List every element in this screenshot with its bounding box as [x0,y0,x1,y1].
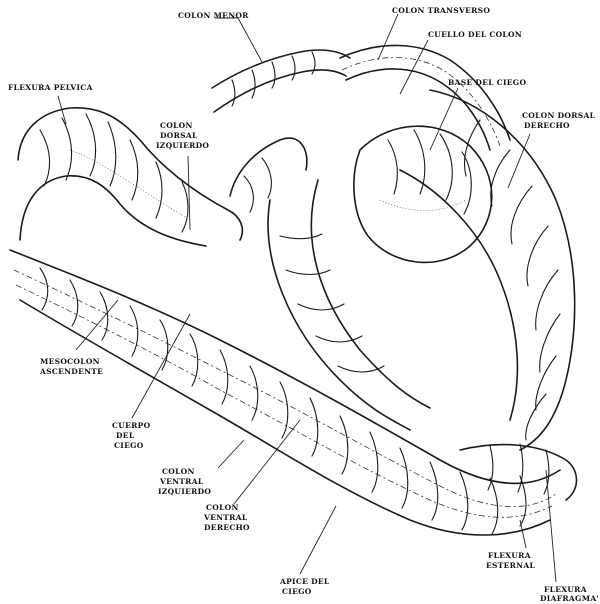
leader-colon-ventral-derecho [234,420,300,504]
label-colon-dorsal-derecho-1: COLON DORSAL [522,111,596,120]
label-mesocolon-2: ASCENDENTE [39,367,103,376]
label-base-del-ciego: BASE DEL CIEGO [448,78,527,87]
label-colon-dorsal-izquierdo-3: IZQUIERDO [156,141,209,150]
small-colon [212,50,350,112]
label-flexura-esternal-1: FLEXURA [488,551,531,560]
label-colon-menor: COLON MENOR [178,11,249,20]
left-dorsal-colon [230,138,307,212]
leader-flexura-esternal [520,520,526,548]
label-colon-transverso: COLON TRANSVERSO [392,6,490,15]
label-colon-dorsal-derecho-2: DERECHO [524,121,570,130]
label-apice-ciego-1: APICE DEL [279,577,330,586]
label-colon-ventral-izquierdo-3: IZQUIERDO [158,487,211,496]
leader-colon-transverso [378,14,398,60]
label-flexura-pelvica: FLEXURA PELVICA [8,83,93,92]
label-cuello-del-colon: CUELLO DEL COLON [428,30,522,39]
label-colon-dorsal-izquierdo-1: COLON [160,121,193,130]
leader-colon-menor [215,18,262,62]
label-cuerpo-ciego-3: CIEGO [114,441,144,450]
label-cuerpo-ciego-2: DEL [116,431,135,440]
leader-cuello-del-colon [400,40,428,94]
leader-colon-dorsal-izquierdo [188,156,190,230]
cecum [268,126,492,430]
label-colon-ventral-derecho-3: DERECHO [204,523,250,532]
label-flexura-diafragmatica-1: FLEXURA [544,585,587,594]
leader-mesocolon [76,300,118,350]
leader-lines [58,14,556,582]
label-mesocolon-1: MESOCOLON [40,357,100,366]
pelvic-flexure-loop [18,108,242,246]
leader-colon-ventral-izquierdo [218,440,244,468]
transverse-colon [340,45,510,150]
label-flexura-diafragmatica-2: DIAFRAGMA' [540,594,599,603]
label-colon-ventral-derecho-2: VENTRAL [203,513,248,522]
ventral-colon [10,250,560,535]
label-colon-ventral-izquierdo-1: COLON [162,467,195,476]
label-cuerpo-ciego-1: CUERPO [112,421,151,430]
label-colon-dorsal-izquierdo-2: DORSAL [160,131,198,140]
label-colon-ventral-izquierdo-2: VENTRAL [159,477,204,486]
label-apice-ciego-2: CIEGO [282,587,312,596]
colon-illustration [10,45,577,535]
leader-apice-ciego [300,506,336,574]
leader-cuerpo-ciego [132,314,190,418]
label-colon-ventral-derecho-1: COLON [206,503,239,512]
label-flexura-esternal-2: ESTERNAL [486,561,535,570]
leader-flexura-diafragmatica [546,470,556,582]
flexures-bottom-right [460,444,577,500]
labels: COLON MENOR COLON TRANSVERSO CUELLO DEL … [8,6,599,603]
